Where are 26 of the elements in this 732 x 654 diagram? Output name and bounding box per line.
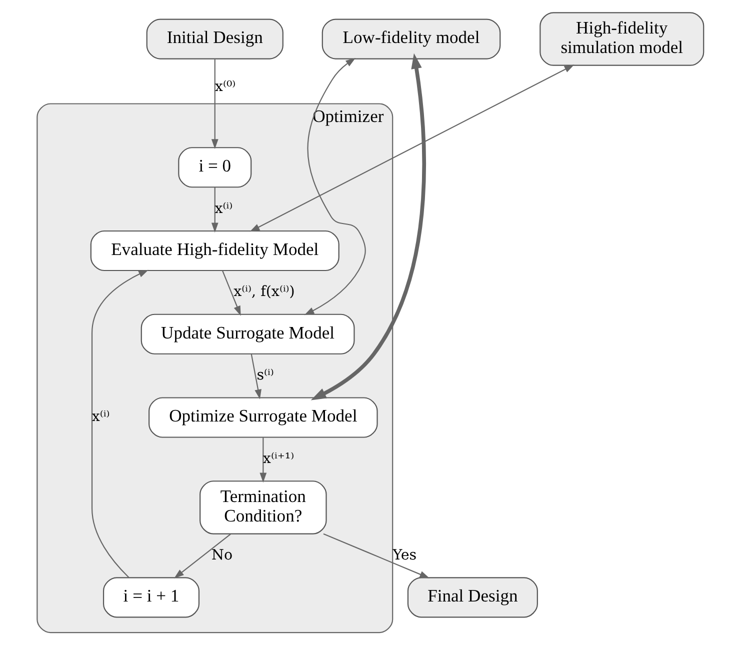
node-box: Initial Design: [146, 18, 284, 60]
arrow: [211, 59, 218, 150]
arrow: [91, 270, 148, 578]
edge-label: x⁽⁰⁾: [214, 79, 236, 96]
arrow: [174, 534, 232, 578]
edge-label: No: [211, 547, 233, 564]
arrow: [304, 58, 366, 316]
arrow: [260, 438, 267, 483]
arrow: [250, 354, 262, 400]
arrow: [222, 270, 241, 316]
edge-label: x⁽ⁱ⁾, f(x⁽ⁱ⁾): [234, 284, 295, 300]
edge-label: x⁽ⁱ⁾: [214, 200, 233, 217]
node-box: i = i + 1: [102, 577, 200, 618]
arrow: [250, 64, 574, 232]
arrow: [211, 187, 218, 233]
edge-label: s⁽ⁱ⁾: [256, 368, 274, 384]
node-box: Final Design: [407, 577, 538, 618]
node-box: Low-fidelity model: [322, 18, 501, 60]
arrow: [323, 533, 430, 578]
node-box: Update Surrogate Model: [140, 314, 355, 354]
node-box: Optimize Surrogate Model: [148, 397, 378, 438]
node-box: Termination Condition?: [200, 480, 327, 534]
node-box: Evaluate High-fidelity Model: [90, 230, 340, 272]
arrow: [310, 53, 426, 400]
node-box: High-fidelity simulation model: [540, 12, 704, 66]
node-box: i = 0: [178, 147, 252, 188]
